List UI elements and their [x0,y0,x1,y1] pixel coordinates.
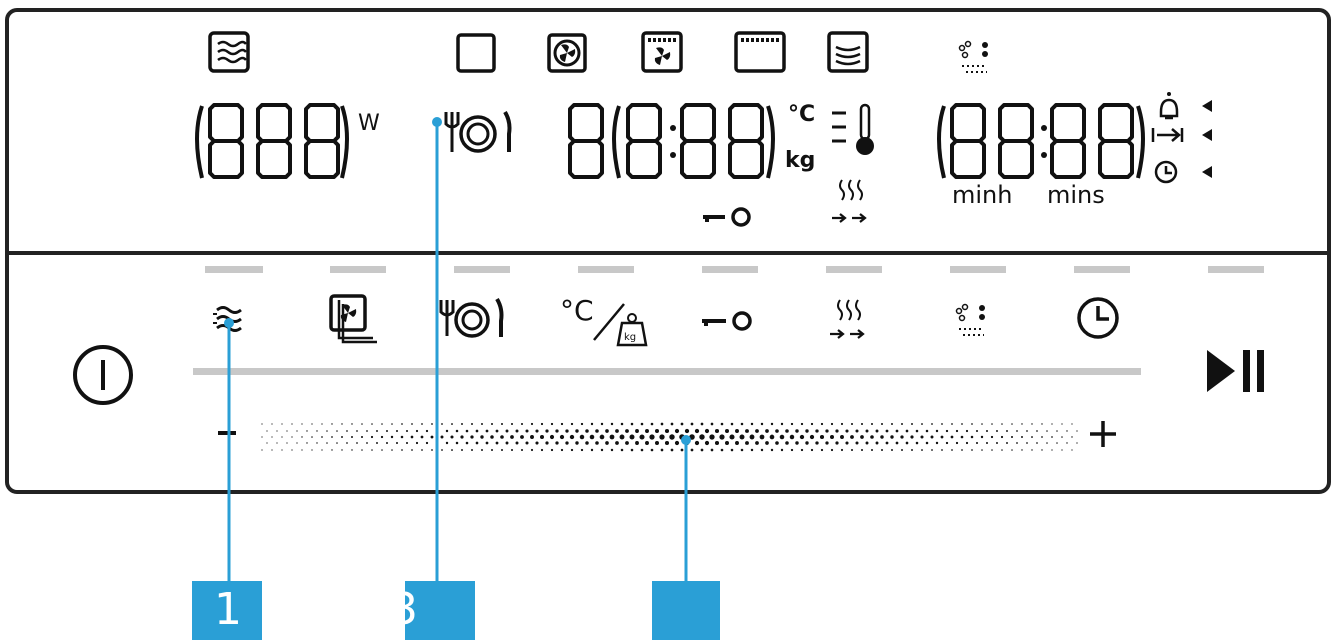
weight-label: kg [624,332,636,343]
quick-heat-indicator-icon [832,179,867,223]
weight-icon: kg [616,313,648,347]
power-button[interactable] [73,345,133,405]
defrost-button[interactable] [955,303,986,336]
auto-programme-button[interactable] [439,297,504,338]
callout-leaders [227,122,688,581]
callout-box-3 [405,581,475,640]
callout-box-slider [652,581,720,640]
defrost-drops-icon [958,40,988,73]
callout-slider-dot [681,435,691,445]
timer-button[interactable] [1077,297,1119,339]
temp-weight-button[interactable]: °C kg [560,294,648,347]
alarm-bell-icon [1159,92,1212,120]
grill-icon [734,31,786,73]
power-unit-label: W [358,111,380,136]
temperature-weight-digits [568,103,775,179]
timer-digits [937,103,1145,179]
timer-hours-label: minh [952,181,1013,209]
quick-heat-button[interactable] [830,299,865,339]
conventional-heat-icon [456,33,496,73]
child-lock-button[interactable] [702,311,752,331]
callout-1-dot [224,318,234,328]
key-separators [205,266,1264,273]
temp-label: °C [560,294,594,327]
timer-minutes-label: mins [1047,181,1105,209]
power-digits [195,103,349,179]
auto-programme-icon [444,110,512,153]
callout-box-1 [192,581,262,640]
child-lock-indicator-icon [703,207,751,227]
setting-slider[interactable] [261,422,1078,452]
key-track [193,368,1141,375]
callout-label-1: 1 [214,584,242,635]
microwave-icon [208,31,250,73]
fan-grill-icon [641,31,683,73]
fan-icon [547,33,587,73]
temp-unit-label: °C [788,102,816,127]
start-pause-button[interactable] [1207,350,1264,392]
duration-icon [1151,128,1212,142]
slider-minus-icon [218,431,236,435]
callout-3-dot [432,117,442,127]
callout-label-3: 3 [390,584,418,635]
weight-unit-label: kg [785,148,816,173]
oven-programme-button[interactable] [329,294,377,344]
steam-heat-icon [827,31,869,73]
clock-indicator-icon [1154,160,1212,184]
thermometer-icon [832,103,874,155]
slider-plus-icon [1090,421,1116,447]
